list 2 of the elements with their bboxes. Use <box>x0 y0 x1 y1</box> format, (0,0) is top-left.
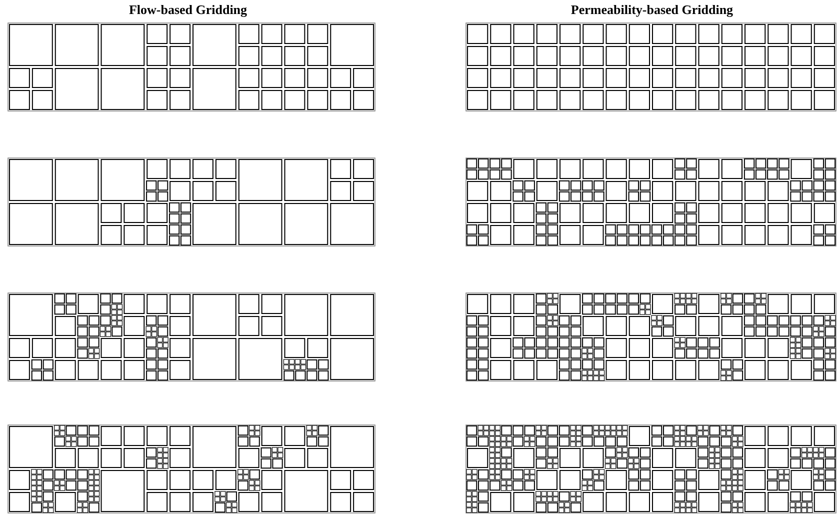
panel-title: Flow-based Gridding <box>128 2 248 18</box>
panel-title: Permeability-based Gridding <box>570 2 734 18</box>
